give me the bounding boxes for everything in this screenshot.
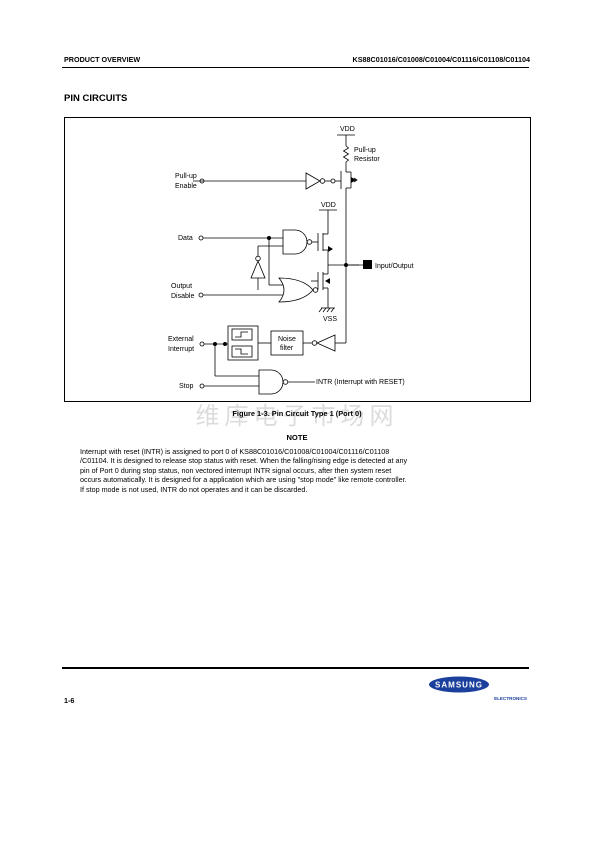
- external-interrupt-pin: [199, 341, 205, 347]
- output-disable-label-1: Output: [171, 283, 192, 290]
- vss-label: VSS: [323, 316, 337, 323]
- nor-lower: [278, 277, 314, 303]
- data-label: Data: [178, 235, 193, 242]
- figure-frame: VDD Pull-up Resistor Pull-up Enable VDD …: [64, 117, 531, 402]
- vdd-top-label: VDD: [340, 126, 355, 133]
- pin-circuit-diagram: VDD Pull-up Resistor Pull-up Enable VDD …: [168, 126, 414, 395]
- noise-filter-label-1: Noise: [278, 336, 296, 343]
- footer-rule: [62, 667, 529, 669]
- note-title: NOTE: [286, 433, 308, 442]
- logo-subtext: ELECTRONICS: [494, 696, 527, 701]
- external-interrupt-label-1: External: [168, 336, 194, 343]
- note-body: Interrupt with reset (INTR) is assigned …: [80, 447, 520, 494]
- pullup-resistor-label-2: Resistor: [354, 156, 380, 163]
- data-pin: [198, 235, 204, 241]
- pullup-resistor-label-1: Pull-up: [354, 147, 376, 154]
- figure-caption: Figure 1-3. Pin Circuit Type 1 (Port 0): [232, 409, 362, 418]
- external-interrupt-label-2: Interrupt: [168, 346, 194, 353]
- note-line: pin of Port 0 during stop status, non ve…: [80, 465, 392, 475]
- watermark: 维库电子市场网: [195, 402, 399, 430]
- pullup-enable-label-2: Enable: [175, 183, 197, 190]
- input-buffer: [316, 334, 336, 352]
- pullup-resistor: [342, 145, 350, 163]
- section-title: PIN CIRCUITS: [64, 93, 128, 104]
- pullup-enable-label-1: Pull-up: [175, 173, 197, 180]
- header-rule: [62, 67, 529, 68]
- vdd-mid-label: VDD: [321, 202, 336, 209]
- nand-bottom: [258, 369, 284, 395]
- pullup-enable-pin: [199, 178, 205, 184]
- note-line: occurs automatically. It is designed for…: [80, 475, 407, 485]
- note-line: /C01104. It is designed to release stop …: [80, 456, 408, 466]
- noise-filter-label-2: filter: [280, 345, 294, 352]
- nand-upper: [282, 229, 308, 255]
- intr-label: INTR (Interrupt with RESET): [316, 379, 405, 386]
- header-left: PRODUCT OVERVIEW: [64, 55, 141, 64]
- input-output-pad: [363, 260, 372, 269]
- input-output-label: Input/Output: [375, 263, 414, 270]
- header-right: KS88C01016/C01008/C01004/C01116/C01108/C…: [352, 55, 530, 64]
- note-line: If stop mode is not used, INTR do not op…: [80, 484, 308, 494]
- note-line: Interrupt with reset (INTR) is assigned …: [80, 447, 390, 456]
- stop-label: Stop: [179, 383, 194, 390]
- output-disable-pin: [198, 292, 204, 298]
- page-number: 1-6: [64, 696, 75, 705]
- pullup-buffer: [305, 172, 321, 190]
- edge-detector: [227, 325, 259, 361]
- logo-text: SAMSUNG: [435, 681, 483, 690]
- oe-inverter: [250, 259, 266, 279]
- samsung-logo: SAMSUNG ELECTRONICS: [429, 676, 527, 701]
- output-disable-label-2: Disable: [171, 293, 194, 300]
- stop-pin: [199, 383, 205, 389]
